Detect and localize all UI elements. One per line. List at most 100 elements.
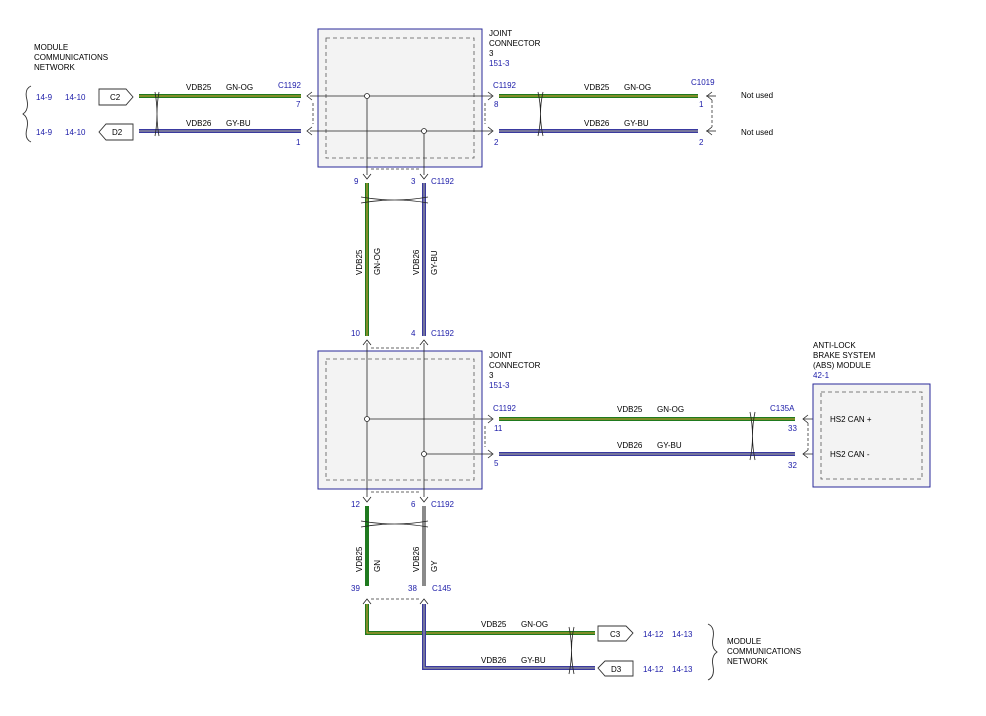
wire-label-color: GN-OG	[226, 83, 253, 92]
abs-conn[interactable]: C135A	[770, 404, 795, 413]
wire-label-circuit: VDB25	[584, 83, 610, 92]
top-right-pin-1: 1	[699, 100, 704, 109]
connector-d3-label: D3	[611, 665, 622, 674]
connector-c3-label: C3	[610, 630, 621, 639]
mid-pin-4: 4	[411, 329, 416, 338]
abs-title-3: (ABS) MODULE	[813, 361, 871, 370]
wire-label-color: GY-BU	[226, 119, 251, 128]
top-jc-pin-8: 8	[494, 100, 499, 109]
bottom-ref-2b[interactable]: 14-13	[672, 665, 693, 674]
bottom-joint-connector-inner	[325, 358, 475, 481]
bottom-jc-title-3: 3	[489, 371, 494, 380]
bottom-jc-right-conn[interactable]: C1192	[493, 404, 517, 413]
right-network-title-2: COMMUNICATIONS	[727, 647, 801, 656]
top-jc-right-conn[interactable]: C1192	[493, 81, 517, 90]
pin-arrow	[487, 414, 494, 424]
pin-arrow	[419, 339, 429, 346]
top-jc-pin-9: 9	[354, 177, 359, 186]
top-jc-bottom-conn[interactable]: C1192	[431, 177, 455, 186]
top-right-conn[interactable]: C1019	[691, 78, 715, 87]
top-jc-title-1: JOINT	[489, 29, 512, 38]
bottom-jc-title-2: CONNECTOR	[489, 361, 541, 370]
bottom-ref-1a[interactable]: 14-12	[643, 630, 664, 639]
not-used-label: Not used	[741, 128, 773, 137]
wire-label-circuit: VDB25	[355, 546, 364, 572]
bottom-jc-bottom-conn[interactable]: C1192	[431, 500, 455, 509]
left-network-title-3: NETWORK	[34, 63, 76, 72]
wire-label-circuit: VDB25	[186, 83, 212, 92]
wire-label-color: GN-OG	[624, 83, 651, 92]
left-network-title-1: MODULE	[34, 43, 68, 52]
wire-label-circuit: VDB26	[584, 119, 610, 128]
top-joint-connector-inner	[325, 37, 475, 159]
bottom-ref-1b[interactable]: 14-13	[672, 630, 693, 639]
left-ref-1a[interactable]: 14-9	[36, 93, 53, 102]
abs-module-box[interactable]	[812, 383, 931, 488]
wire-label-color: GN-OG	[373, 248, 382, 275]
top-jc-ref[interactable]: 151-3	[489, 59, 510, 68]
wire-vdb26-bottom[interactable]	[422, 604, 595, 670]
pin-arrow	[362, 339, 372, 346]
left-ref-2a[interactable]: 14-9	[36, 128, 53, 137]
wire-label-circuit: VDB26	[617, 441, 643, 450]
left-network-brace	[22, 85, 32, 143]
connector-c3[interactable]	[597, 625, 634, 642]
mid-pin-10: 10	[351, 329, 360, 338]
wire-label-circuit: VDB25	[355, 249, 364, 275]
wire-label-color: GY-BU	[521, 656, 546, 665]
pin-arrow	[487, 449, 494, 459]
twisted-pair-marker	[360, 196, 429, 204]
abs-pin-33: 33	[788, 424, 797, 433]
top-joint-connector-box[interactable]	[317, 28, 483, 168]
connector-c2-label: C2	[110, 93, 121, 102]
abs-ref[interactable]: 42-1	[813, 371, 830, 380]
right-network-title-3: NETWORK	[727, 657, 769, 666]
pin-arrow	[362, 173, 372, 180]
left-ref-2b[interactable]: 14-10	[65, 128, 86, 137]
twisted-pair-marker	[360, 520, 429, 528]
wire-label-circuit: VDB25	[617, 405, 643, 414]
splice-dot	[421, 451, 427, 457]
right-network-brace	[707, 623, 718, 681]
bottom-jc-ref[interactable]: 151-3	[489, 381, 510, 390]
top-jc-pin-3: 3	[411, 177, 416, 186]
connector-d2[interactable]	[98, 123, 134, 141]
pin-arrow	[487, 126, 494, 136]
mid-conn[interactable]: C1192	[431, 329, 455, 338]
wire-label-color: GY-BU	[430, 250, 439, 275]
pin-arrow	[306, 126, 313, 136]
left-ref-1b[interactable]: 14-10	[65, 93, 86, 102]
wire-label-circuit: VDB25	[481, 620, 507, 629]
bottom-joint-connector-box[interactable]	[317, 350, 483, 490]
abs-module-inner	[820, 391, 923, 480]
top-jc-left-conn[interactable]: C1192	[278, 81, 302, 90]
twisted-pair-marker	[154, 91, 160, 137]
abs-title-1: ANTI-LOCK	[813, 341, 856, 350]
bottom-jc-pin-11: 11	[494, 424, 503, 433]
low-pin-38: 38	[408, 584, 417, 593]
low-conn[interactable]: C145	[432, 584, 452, 593]
abs-pin-label-can-minus: HS2 CAN -	[830, 450, 870, 459]
splice-dot	[364, 416, 370, 422]
abs-pin-32: 32	[788, 461, 797, 470]
wire-label-color: GN-OG	[657, 405, 684, 414]
twisted-pair-marker	[537, 91, 544, 137]
low-pin-39: 39	[351, 584, 360, 593]
connector-c2[interactable]	[98, 88, 134, 106]
wire-label-color: GN-OG	[521, 620, 548, 629]
wire-label-circuit: VDB26	[412, 249, 421, 275]
abs-pin-label-can-plus: HS2 CAN +	[830, 415, 872, 424]
wire-label-circuit: VDB26	[186, 119, 212, 128]
splice-dot	[364, 93, 370, 99]
connector-d3[interactable]	[597, 660, 634, 677]
wire-label-circuit: VDB26	[481, 656, 507, 665]
top-jc-pin-7: 7	[296, 100, 301, 109]
pin-arrow	[306, 91, 313, 101]
bottom-ref-2a[interactable]: 14-12	[643, 665, 664, 674]
wire-label-color: GY-BU	[657, 441, 682, 450]
wire-stripe	[366, 604, 595, 634]
splice-dot	[421, 128, 427, 134]
right-network-title-1: MODULE	[727, 637, 761, 646]
bottom-jc-pin-5: 5	[494, 459, 499, 468]
